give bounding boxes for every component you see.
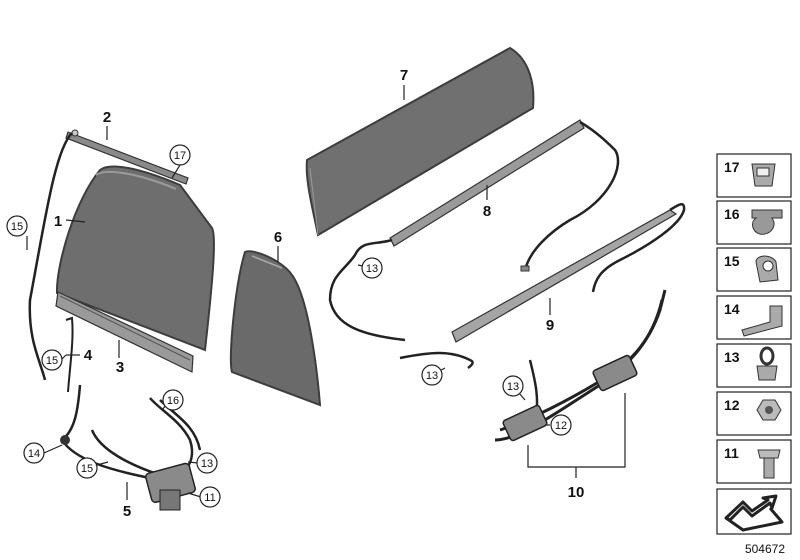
callout-6: 6 <box>274 229 282 246</box>
legend-num-11: 11 <box>724 445 739 461</box>
circled-callout-14: 14 <box>23 442 45 464</box>
callout-3: 3 <box>116 359 124 376</box>
legend-num-17: 17 <box>724 159 740 175</box>
legend-num-13: 13 <box>724 349 740 365</box>
part-upper-rail-assembly <box>328 119 620 342</box>
circled-callout-13-valve: 13 <box>196 452 218 474</box>
callout-2: 2 <box>103 109 111 126</box>
callout-13-valve: 13 <box>201 458 213 470</box>
part-upper-guide-rail <box>65 129 189 185</box>
callout-13-lower: 13 <box>426 370 438 382</box>
callout-16: 16 <box>167 395 179 407</box>
legend-num-12: 12 <box>724 397 740 413</box>
legend-row-14: 14 <box>716 295 792 340</box>
circled-callout-13-upper: 13 <box>361 257 383 279</box>
callout-12: 12 <box>555 420 567 432</box>
part-lower-rail-assembly <box>399 203 686 369</box>
hex-nut-icon <box>756 399 782 421</box>
callout-15-bottom: 15 <box>81 463 93 475</box>
legend-row-16: 16 <box>716 200 792 245</box>
legend-row-11: 11 <box>716 439 792 484</box>
legend-row-17: 17 <box>716 153 792 198</box>
hose-clamp-icon <box>751 209 783 235</box>
callout-13-drive: 13 <box>507 381 519 393</box>
callout-17: 17 <box>174 150 186 162</box>
circled-callout-15-left: 15 <box>6 215 28 237</box>
callout-9: 9 <box>546 317 554 334</box>
legend-row-12: 12 <box>716 391 792 436</box>
part-drive-assembly <box>494 289 667 478</box>
hex-bolt-icon <box>757 449 781 479</box>
callout-15-left: 15 <box>11 221 23 233</box>
part-short-hose <box>65 316 74 393</box>
legend-column: 17 16 15 14 <box>716 153 792 535</box>
legend-num-14: 14 <box>724 301 740 317</box>
circled-callout-13-lower: 13 <box>421 364 443 386</box>
panel-arrow-icon <box>724 494 784 532</box>
clip-nut-icon <box>751 163 776 187</box>
callout-14: 14 <box>28 448 40 460</box>
part-lower-rail <box>55 291 194 373</box>
callout-5: 5 <box>123 503 131 520</box>
circled-callout-17: 17 <box>169 144 191 166</box>
callout-11: 11 <box>204 492 215 504</box>
eye-bolt-icon <box>756 346 778 381</box>
circled-callout-15-middle: 15 <box>41 349 63 371</box>
callout-15-middle: 15 <box>46 355 58 367</box>
callout-10: 10 <box>568 484 585 501</box>
legend-num-15: 15 <box>724 253 740 269</box>
callout-7: 7 <box>400 67 408 84</box>
circled-callout-11: 11 <box>199 486 221 508</box>
circled-callout-16: 16 <box>162 389 184 411</box>
callout-4: 4 <box>84 347 93 364</box>
hose-left-long <box>28 132 73 381</box>
circled-callout-13-drive: 13 <box>502 375 524 397</box>
legend-row-13: 13 <box>716 343 792 388</box>
callout-8: 8 <box>483 203 491 220</box>
circled-callout-12: 12 <box>550 414 572 436</box>
part-side-window <box>55 165 215 352</box>
part-roof-panel <box>305 46 535 237</box>
callout-13-upper: 13 <box>366 263 378 275</box>
legend-arrow-box <box>716 488 792 535</box>
hose-holder-icon <box>755 255 779 283</box>
reference-number: 504672 <box>745 542 785 556</box>
legend-num-16: 16 <box>724 206 740 222</box>
callout-1: 1 <box>54 213 62 230</box>
legend-row-15: 15 <box>716 247 792 292</box>
part-quarter-glass <box>229 250 322 407</box>
bracket-clip-icon <box>741 305 783 337</box>
circled-callout-15-bottom: 15 <box>76 457 98 479</box>
